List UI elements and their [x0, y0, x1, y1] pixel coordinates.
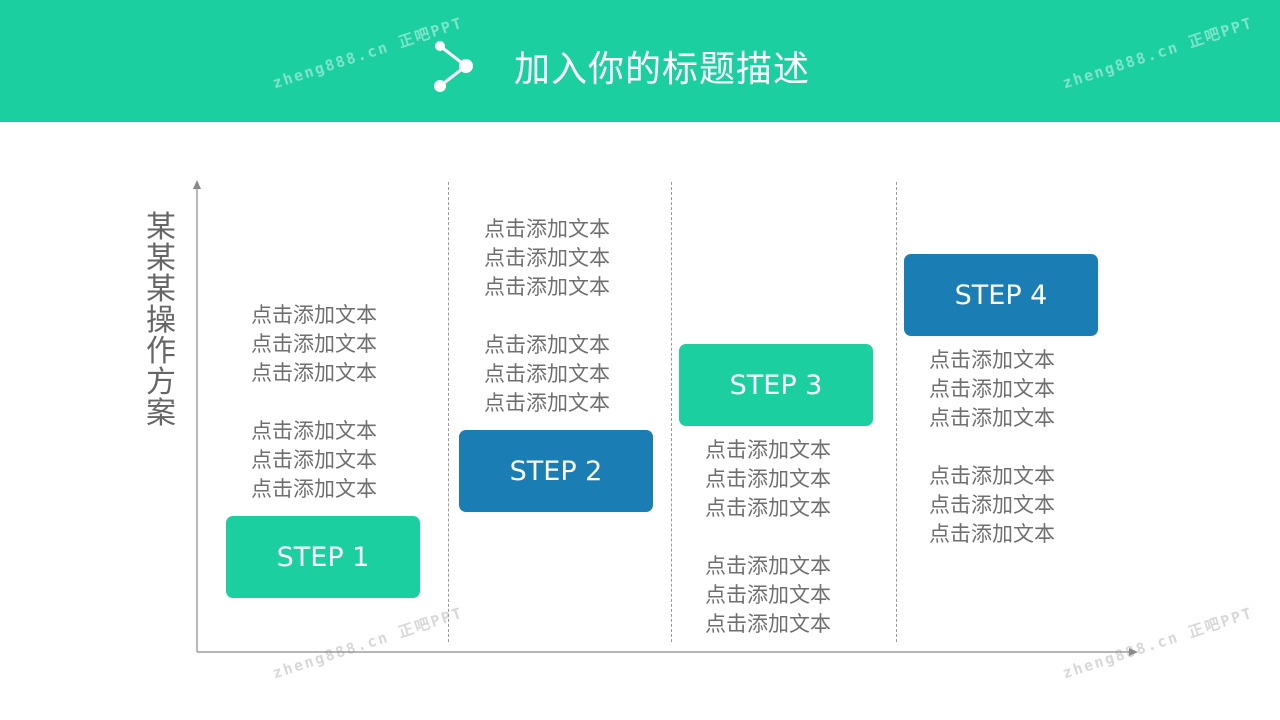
text-line: 点击添加文本: [705, 438, 831, 462]
text-line: 点击添加文本: [251, 419, 377, 443]
text-line: 点击添加文本: [929, 348, 1055, 372]
y-axis-label: 某某某操作方案: [146, 210, 176, 431]
text-line: 点击添加文本: [251, 477, 377, 501]
text-line: 点击添加文本: [929, 493, 1055, 517]
step-2-box[interactable]: STEP 2: [459, 430, 653, 512]
text-line: 点击添加文本: [929, 406, 1055, 430]
text-line: 点击添加文本: [705, 467, 831, 491]
step-4-text[interactable]: 点击添加文本 点击添加文本 点击添加文本 点击添加文本 点击添加文本 点击添加文…: [929, 346, 1055, 549]
step-3-label: STEP 3: [729, 369, 823, 401]
text-line: 点击添加文本: [929, 464, 1055, 488]
step-2-text[interactable]: 点击添加文本 点击添加文本 点击添加文本 点击添加文本 点击添加文本 点击添加文…: [484, 215, 610, 418]
column-divider: [896, 182, 897, 642]
text-line: 点击添加文本: [484, 217, 610, 241]
text-line: 点击添加文本: [705, 612, 831, 636]
column-divider: [448, 182, 449, 642]
step-3-text[interactable]: 点击添加文本 点击添加文本 点击添加文本 点击添加文本 点击添加文本 点击添加文…: [705, 436, 831, 639]
text-line: 点击添加文本: [251, 448, 377, 472]
text-line: 点击添加文本: [484, 246, 610, 270]
step-4-label: STEP 4: [954, 279, 1048, 311]
connection-node-icon: [434, 41, 473, 92]
step-3-box[interactable]: STEP 3: [679, 344, 873, 426]
text-line: 点击添加文本: [705, 583, 831, 607]
header-bar: [0, 0, 1280, 122]
text-line: 点击添加文本: [929, 377, 1055, 401]
step-1-box[interactable]: STEP 1: [226, 516, 420, 598]
text-line: 点击添加文本: [251, 361, 377, 385]
text-line: 点击添加文本: [484, 391, 610, 415]
page-title: 加入你的标题描述: [514, 49, 811, 90]
step-1-label: STEP 1: [276, 541, 370, 573]
text-line: 点击添加文本: [484, 275, 610, 299]
text-line: 点击添加文本: [251, 303, 377, 327]
step-2-label: STEP 2: [509, 455, 603, 487]
text-line: 点击添加文本: [484, 333, 610, 357]
step-4-box[interactable]: STEP 4: [904, 254, 1098, 336]
step-1-text[interactable]: 点击添加文本 点击添加文本 点击添加文本 点击添加文本 点击添加文本 点击添加文…: [251, 301, 377, 504]
text-line: 点击添加文本: [705, 496, 831, 520]
text-line: 点击添加文本: [929, 522, 1055, 546]
text-line: 点击添加文本: [484, 362, 610, 386]
text-line: 点击添加文本: [251, 332, 377, 356]
text-line: 点击添加文本: [705, 554, 831, 578]
column-divider: [671, 182, 672, 642]
